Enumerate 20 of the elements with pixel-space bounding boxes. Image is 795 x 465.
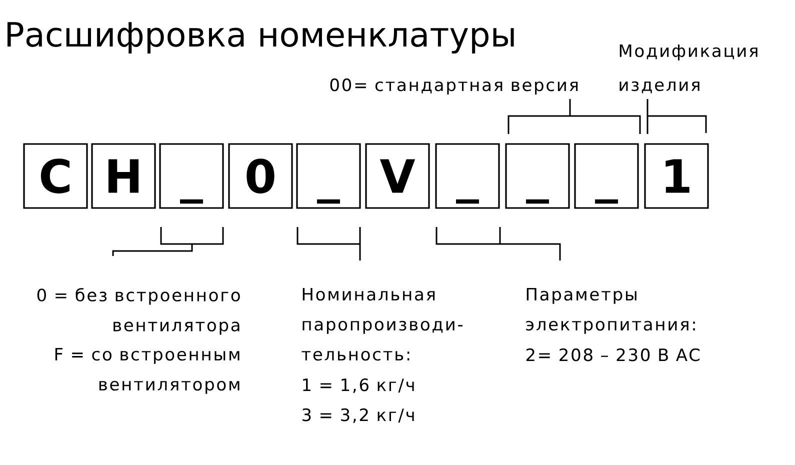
description-text: F = со встроенным вентилятором — [55, 348, 240, 394]
description-text: Модификация изделия — [620, 44, 758, 94]
description-text: 2= 208 – 230 В AC — [526, 348, 700, 362]
title: Расшифровка номенклатуры — [8, 22, 514, 54]
code-box: H — [91, 143, 156, 209]
description-text: 1 = 1,6 кг/ч — [303, 378, 414, 393]
description-text: 00= стандартная версия — [330, 78, 578, 95]
code-box: C — [23, 143, 88, 209]
code-box: V — [365, 143, 430, 209]
code-box: 1 — [644, 143, 709, 209]
code-box: _ — [505, 143, 570, 209]
description-text: 3 = 3,2 кг/ч — [302, 408, 414, 423]
description-text: Номинальная паропроизводи- тельность: — [302, 288, 463, 361]
code-box: _ — [435, 143, 500, 209]
code-box: _ — [574, 143, 639, 209]
description-text: 0 = без встроенного вентилятора — [37, 288, 240, 335]
code-box: _ — [296, 143, 361, 209]
description-text: Параметры электропитания: — [526, 288, 695, 334]
code-box: _ — [159, 143, 224, 209]
code-box: 0 — [228, 143, 293, 209]
